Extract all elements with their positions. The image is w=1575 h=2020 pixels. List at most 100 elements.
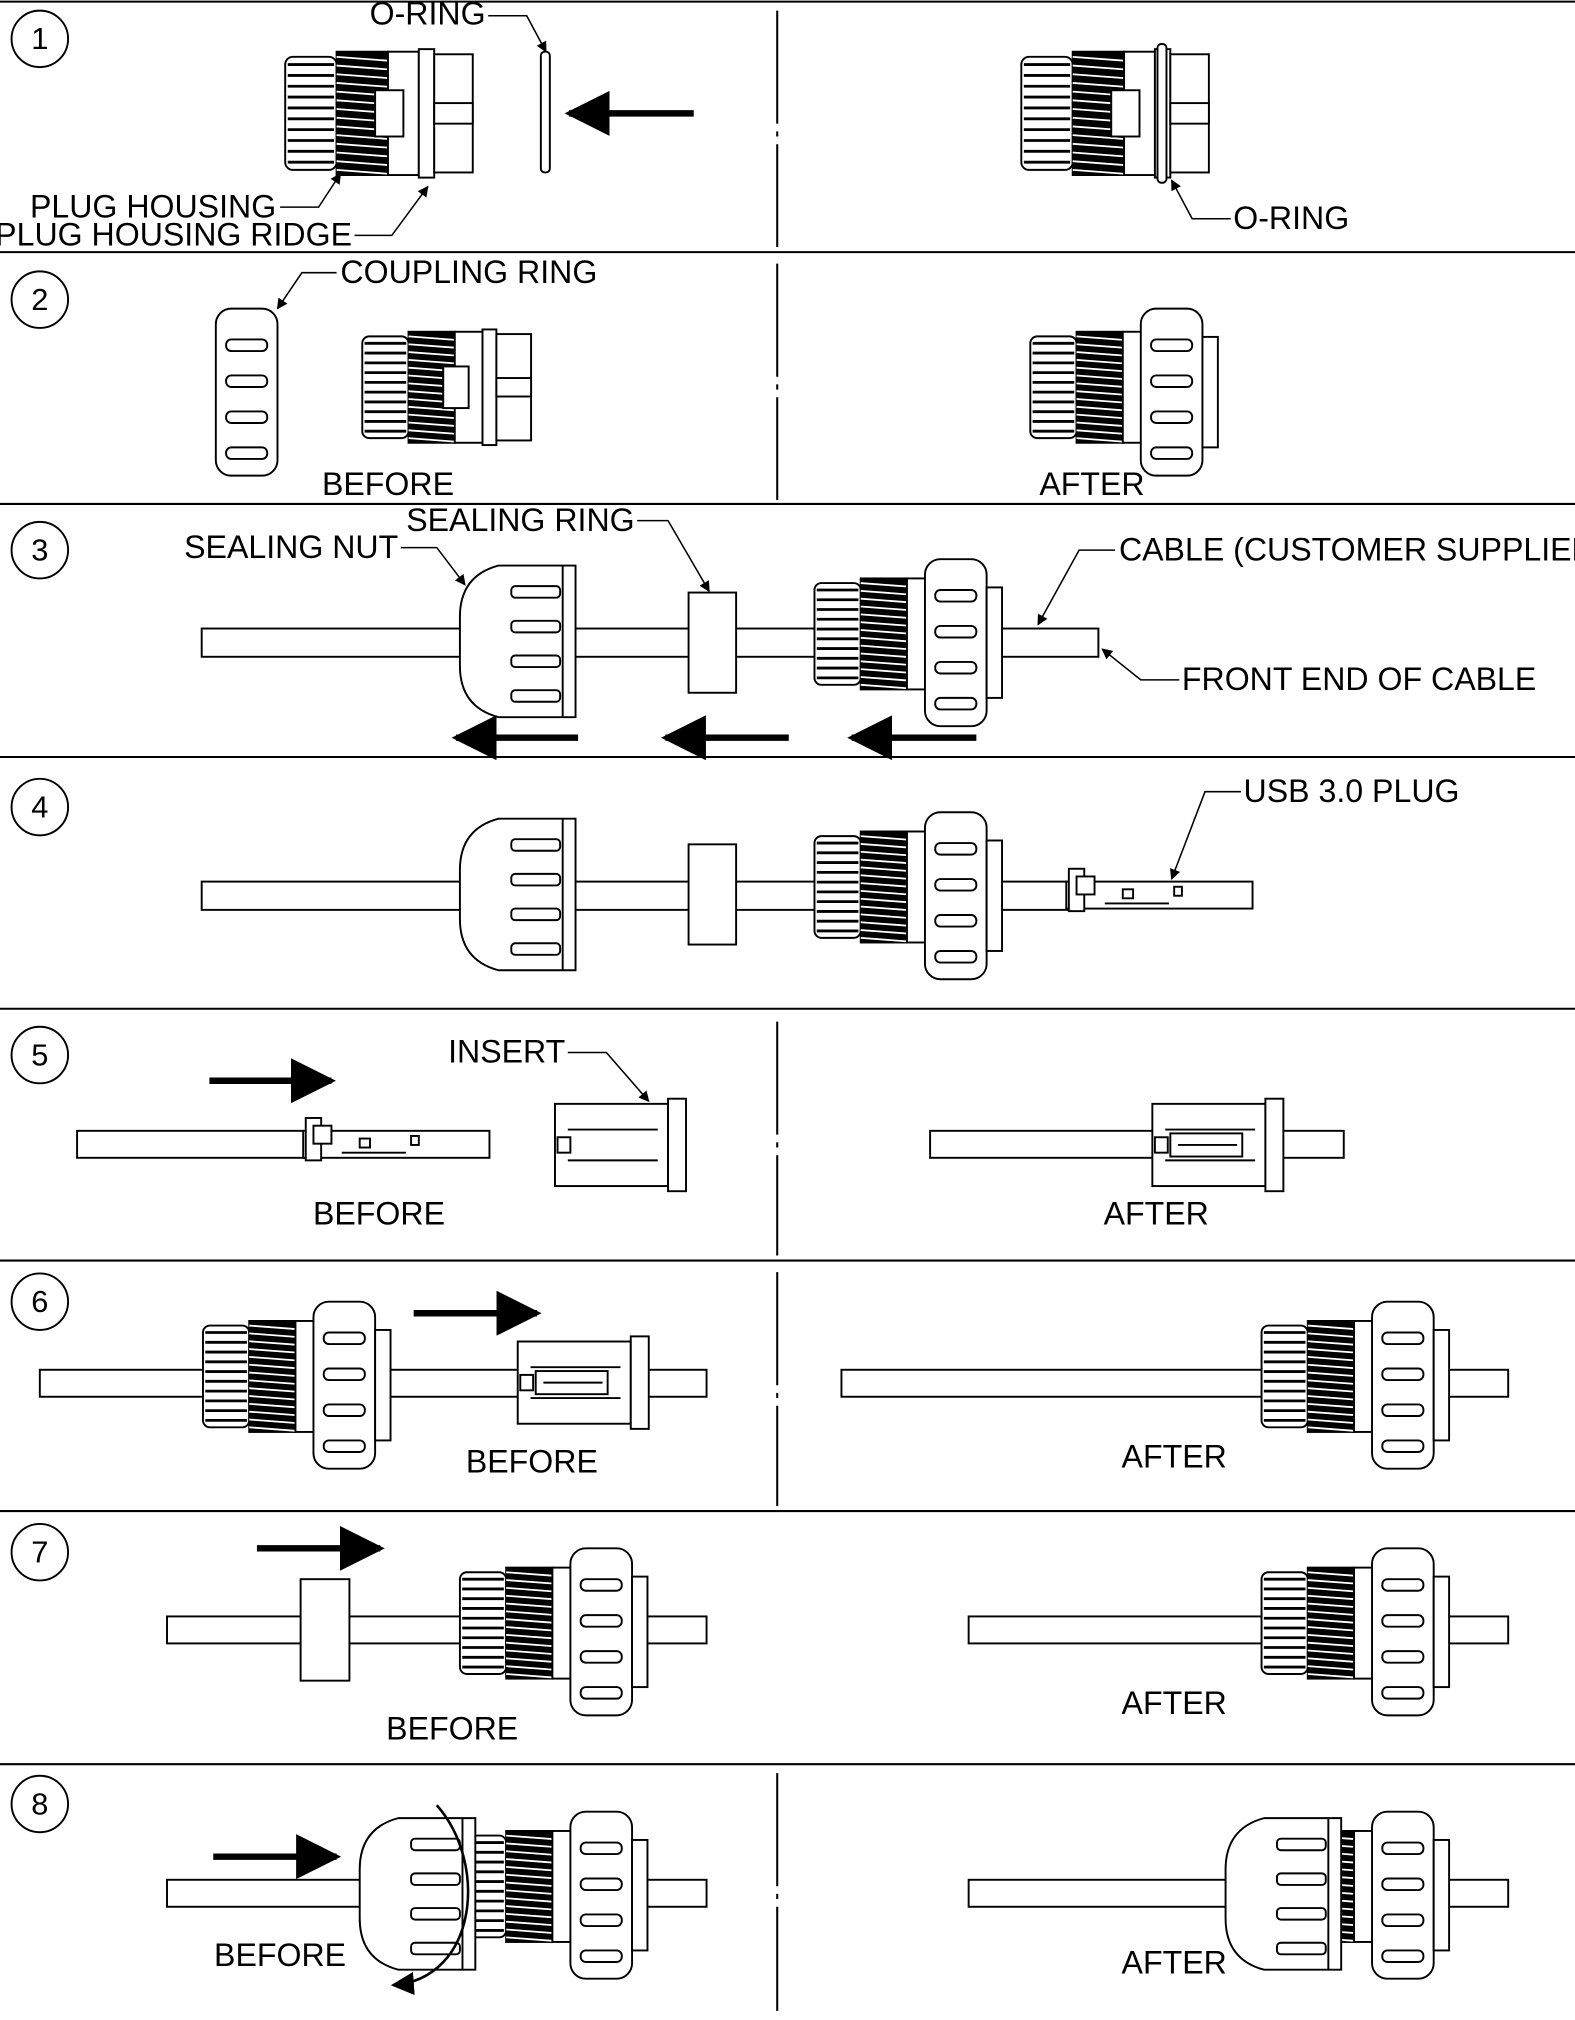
thread-line xyxy=(408,405,455,412)
ring-slot xyxy=(934,950,978,964)
nut-slot xyxy=(410,1872,461,1886)
plug-housing-assembled xyxy=(1260,1566,1383,1680)
thread-line xyxy=(1072,151,1125,158)
thread-line xyxy=(860,882,908,888)
thread-line xyxy=(1076,398,1123,404)
thread-line xyxy=(506,1633,553,1640)
o-ring-loose xyxy=(539,50,551,174)
thread-line xyxy=(1076,335,1123,341)
nut-body xyxy=(358,1817,477,1971)
thread-line xyxy=(860,843,908,849)
label-sealing-ring: SEALING RING xyxy=(406,502,634,538)
plug-housing xyxy=(458,1566,582,1680)
thread-line xyxy=(506,1912,553,1919)
label-cable: CABLE (CUSTOMER SUPPLIED) xyxy=(1119,531,1575,567)
thread-line xyxy=(506,1618,553,1624)
usb-contact xyxy=(1121,888,1135,900)
thread-line xyxy=(860,582,908,588)
step-number: 2 xyxy=(31,282,48,317)
ring-slot xyxy=(1381,1913,1425,1927)
thread-line xyxy=(1307,1379,1355,1385)
label-insert: INSERT xyxy=(448,1034,565,1070)
thread-line xyxy=(506,1850,553,1856)
thread-line xyxy=(506,1586,553,1593)
usb-catch xyxy=(312,1124,333,1145)
coupling-ring xyxy=(569,1547,649,1717)
thread-line xyxy=(860,921,908,927)
usb-window xyxy=(1173,885,1183,897)
insert-assembled xyxy=(1151,1097,1285,1193)
nut-body xyxy=(458,817,577,972)
thread-line xyxy=(506,1842,553,1848)
nut-slot xyxy=(510,942,562,956)
thread-line xyxy=(506,1897,553,1903)
step-number-badge: 7 xyxy=(10,1522,70,1582)
plug-housing xyxy=(458,1830,582,1943)
housing-key xyxy=(495,377,533,398)
plug-housing-before xyxy=(284,48,474,179)
insert-tab xyxy=(556,1136,572,1154)
frame-lines xyxy=(0,0,1575,1766)
thread-line xyxy=(860,897,908,904)
thread-line xyxy=(506,1626,553,1632)
ring-slot xyxy=(579,1578,623,1592)
thread-line xyxy=(249,1348,296,1354)
label-o-ring: O-RING xyxy=(370,0,486,32)
sealing-ring xyxy=(299,1578,351,1682)
thread-line xyxy=(1076,343,1123,349)
ring-slot xyxy=(1381,1650,1425,1664)
thread-line xyxy=(860,629,908,635)
ring-slot xyxy=(579,1614,623,1628)
thread-line xyxy=(1076,358,1123,365)
thread-line xyxy=(506,1610,553,1616)
insert-flange xyxy=(667,1097,687,1193)
ring-slot xyxy=(322,1439,366,1453)
step-number: 5 xyxy=(31,1037,48,1072)
thread-line xyxy=(1076,421,1123,427)
ring-slot xyxy=(1381,1331,1425,1346)
ring-slot xyxy=(322,1367,366,1382)
thread-line xyxy=(408,351,455,357)
thread-line xyxy=(408,421,455,427)
thread-line xyxy=(336,73,389,79)
grip-body xyxy=(284,55,338,171)
insert-tab xyxy=(519,1373,535,1392)
label-before: BEFORE xyxy=(322,466,454,502)
thread-line xyxy=(860,683,908,690)
thread-line xyxy=(336,64,389,71)
thread-line xyxy=(860,905,908,911)
thread-line xyxy=(249,1363,296,1370)
thread-line xyxy=(249,1418,296,1424)
thread-line xyxy=(1307,1410,1355,1417)
thread-line xyxy=(506,1594,553,1601)
coupling-ring xyxy=(569,1810,649,1980)
thread-line xyxy=(1307,1586,1355,1593)
label-after: AFTER xyxy=(1039,466,1144,502)
ring-slot xyxy=(934,660,978,675)
nut-slot xyxy=(410,1907,461,1921)
thread-line xyxy=(506,1889,553,1895)
thread-line xyxy=(860,850,908,857)
ring-slot xyxy=(934,878,978,892)
thread-line xyxy=(1076,374,1123,380)
ring-lip xyxy=(1432,1838,1451,1952)
label-usb-3-plug: USB 3.0 PLUG xyxy=(1244,773,1460,809)
ring-lip xyxy=(374,1328,392,1442)
ring-slot xyxy=(225,338,269,352)
plug-housing-assembled xyxy=(1260,1319,1383,1433)
step-2: 2 COUPLING RING BEFORE AFTER xyxy=(10,254,1219,502)
thread-line xyxy=(506,1665,553,1671)
ring-slot xyxy=(934,624,978,639)
usb-contact xyxy=(358,1137,371,1149)
ring-slot xyxy=(1381,1614,1425,1628)
thread-line xyxy=(860,660,908,666)
sealing-nut xyxy=(458,817,577,972)
label-coupling-ring: COUPLING RING xyxy=(340,254,597,290)
grip-body xyxy=(813,582,862,686)
thread-line xyxy=(506,1571,553,1577)
thread-line xyxy=(1076,429,1123,435)
ring-slot xyxy=(579,1686,623,1700)
thread-block xyxy=(248,1319,297,1433)
rotate-arrow xyxy=(390,1804,470,1996)
sealing-nut xyxy=(358,1817,477,1971)
